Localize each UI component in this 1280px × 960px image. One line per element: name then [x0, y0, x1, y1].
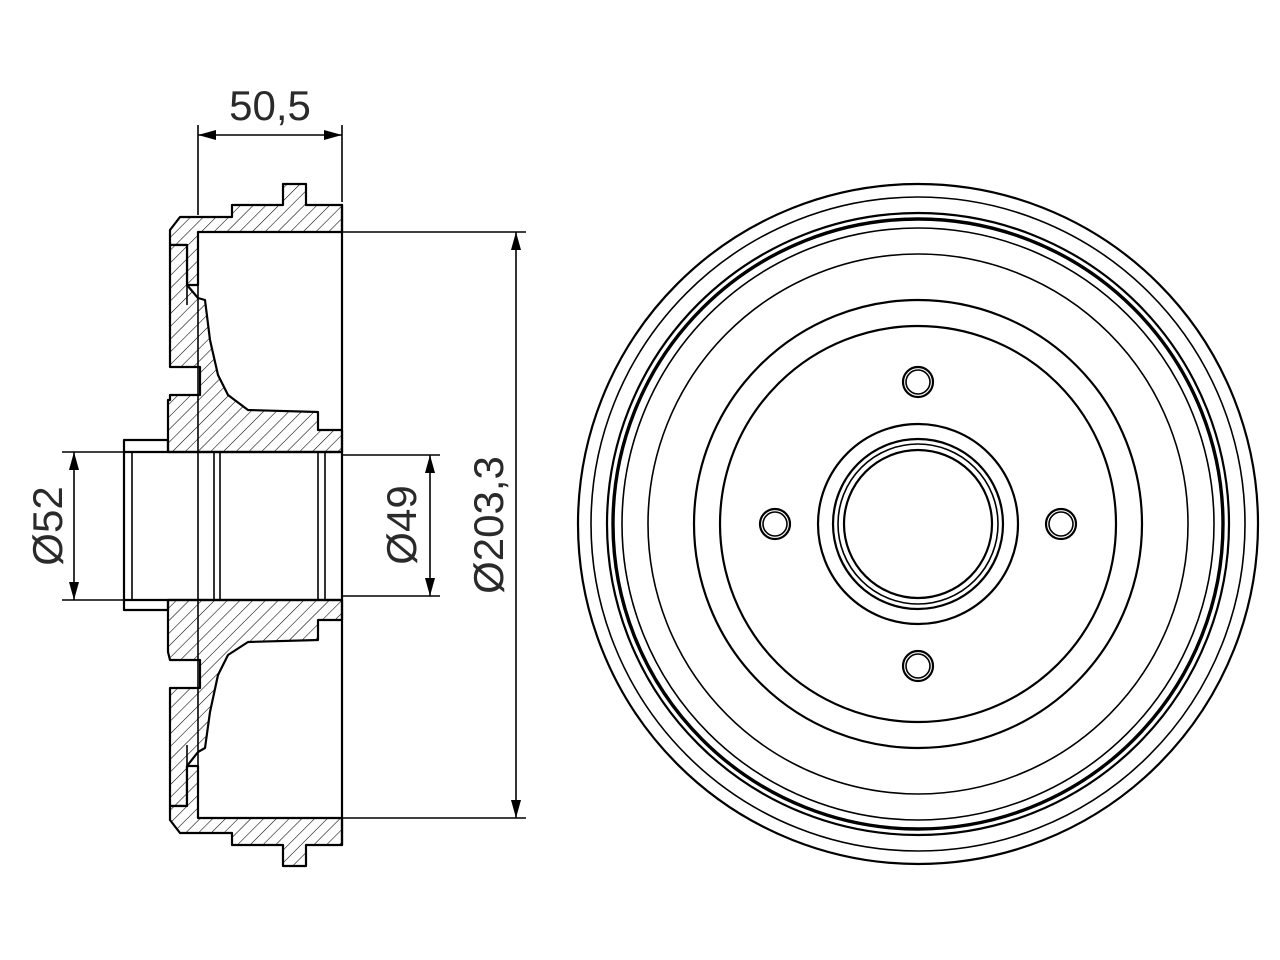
bolt-hole-right — [1044, 507, 1078, 541]
bore-inner-label: Ø49 — [378, 485, 425, 564]
drum-diameter-label: Ø203,3 — [465, 456, 512, 594]
dimension-drum-diameter: Ø203,3 — [342, 231, 526, 819]
side-section-view — [122, 182, 344, 868]
lower-wall-section — [168, 764, 344, 868]
bolt-holes — [758, 365, 1078, 683]
upper-web-section — [166, 243, 344, 454]
dimension-width: 50,5 — [197, 82, 343, 215]
hub-outer-ring — [816, 422, 1020, 626]
bolt-hole-top — [901, 365, 935, 399]
dimension-bore-inner: Ø49 — [342, 454, 440, 597]
hub-bore — [122, 438, 170, 612]
lower-web-section — [166, 598, 344, 808]
width-label: 50,5 — [229, 82, 311, 129]
bolt-hole-bottom — [901, 649, 935, 683]
center-bore — [842, 448, 994, 600]
bolt-hole-left — [758, 507, 792, 541]
front-view — [576, 182, 1260, 866]
bore-outer-label: Ø52 — [24, 486, 71, 565]
dimension-bore-outer: Ø52 — [24, 451, 124, 601]
upper-wall-section — [168, 182, 344, 287]
